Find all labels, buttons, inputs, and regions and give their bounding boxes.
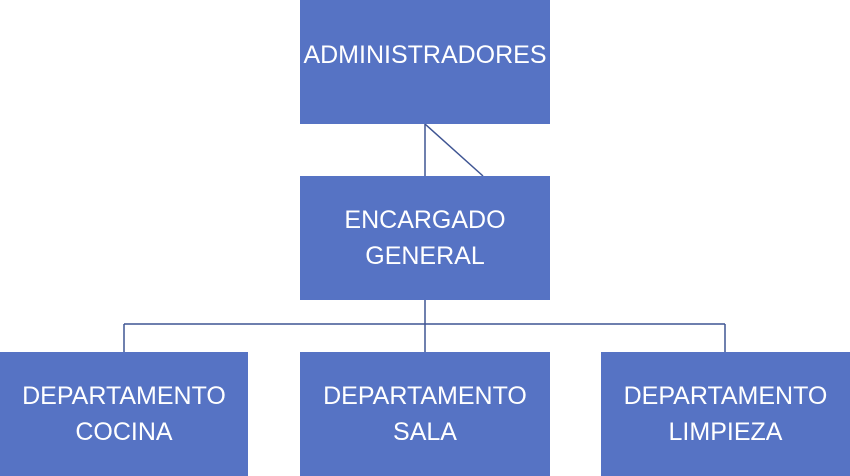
node-limpieza-label-line-2: LIMPIEZA [668,418,783,446]
node-cocina-label-line-2: COCINA [75,418,173,446]
connector-admin-diagonal [424,123,484,177]
node-encargado-general-label-line-1: ENCARGADO [344,206,506,234]
node-encargado-general-label-line-2: GENERAL [365,242,485,270]
node-sala-label-line-2: SALA [393,418,457,446]
node-administradores-label: ADMINISTRADORES [303,41,547,69]
node-cocina-label-line-1: DEPARTAMENTO [22,382,226,410]
node-departamento-sala: DEPARTAMENTO SALA [300,352,550,476]
node-departamento-limpieza: DEPARTAMENTO LIMPIEZA [601,352,850,476]
node-administradores: ADMINISTRADORES [300,0,550,124]
node-departamento-cocina: DEPARTAMENTO COCINA [0,352,248,476]
node-limpieza-label-line-1: DEPARTAMENTO [623,382,828,410]
node-encargado-general: ENCARGADO GENERAL [300,176,550,300]
node-sala-label-line-1: DEPARTAMENTO [323,382,527,410]
